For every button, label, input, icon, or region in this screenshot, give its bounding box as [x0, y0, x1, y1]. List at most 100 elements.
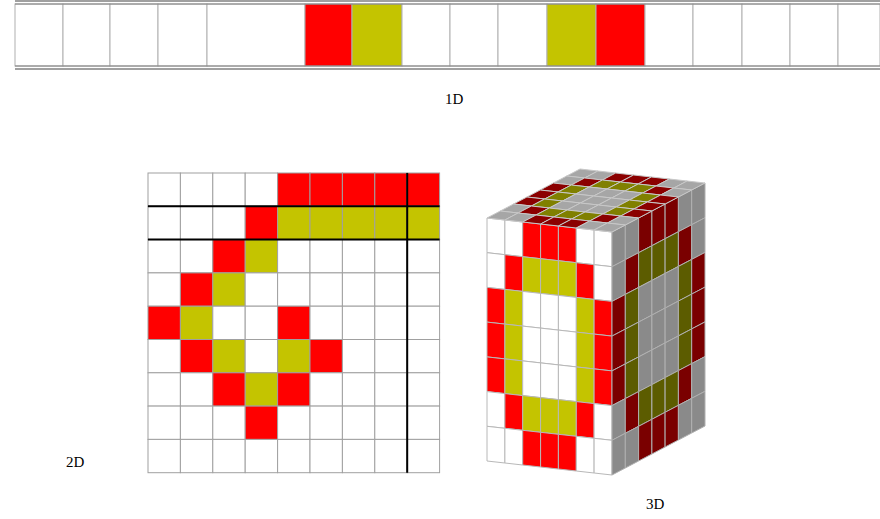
- grid-cell: [375, 306, 407, 339]
- grid-cell: [245, 273, 277, 306]
- grid-cell: [375, 439, 407, 472]
- grid-cell: [180, 273, 212, 306]
- grid-cell: [342, 439, 374, 472]
- strip-cell: [742, 4, 790, 66]
- cube-front-cell: [523, 326, 541, 363]
- grid-cell: [278, 340, 310, 373]
- cube-front-cell: [523, 430, 541, 467]
- strip-cell: [450, 4, 498, 66]
- grid-cell: [213, 406, 245, 439]
- grid-cell: [148, 406, 180, 439]
- cube-front-cell: [523, 396, 541, 433]
- cube-front-cell: [541, 293, 559, 330]
- grid-cell: [342, 406, 374, 439]
- grid-cell: [375, 240, 407, 273]
- grid-cell: [148, 240, 180, 273]
- strip-cell: [305, 4, 352, 66]
- cube-front-cell: [594, 369, 612, 406]
- grid-cell: [375, 340, 407, 373]
- cube-front-cell: [487, 218, 505, 255]
- grid-cell: [310, 439, 342, 472]
- cube-front-cell: [523, 257, 541, 294]
- grid-cell: [213, 240, 245, 273]
- grid-cell: [180, 373, 212, 406]
- grid-cell: [375, 173, 407, 206]
- grid-cell: [213, 273, 245, 306]
- strip-edge: [15, 68, 880, 70]
- cube-front-cell: [576, 436, 594, 473]
- cube-front-cell: [523, 361, 541, 398]
- strip-cell: [15, 4, 63, 66]
- cube-front-cell: [505, 289, 523, 326]
- cube-front-cell: [594, 438, 612, 475]
- cube-front-cell: [541, 328, 559, 365]
- grid-cell: [342, 240, 374, 273]
- grid-cell: [278, 240, 310, 273]
- cube-front-cell: [505, 220, 523, 257]
- cube-front-cell: [594, 404, 612, 441]
- two-d-grid: [148, 173, 440, 473]
- strip-cell: [402, 4, 450, 66]
- strip-cell: [838, 4, 880, 66]
- cube-front-cell: [558, 434, 576, 471]
- cube-front-cell: [487, 357, 505, 394]
- grid-cell: [245, 173, 277, 206]
- grid-cell: [278, 273, 310, 306]
- cube-front-cell: [505, 394, 523, 431]
- strip-cell: [693, 4, 742, 66]
- grid-cell: [278, 206, 310, 239]
- cube-front-cell: [487, 287, 505, 324]
- grid-cell: [180, 340, 212, 373]
- grid-cell: [407, 340, 439, 373]
- grid-cell: [180, 406, 212, 439]
- grid-thick-line: [148, 239, 440, 241]
- cube-top-cell: [594, 223, 625, 232]
- grid-cell: [148, 340, 180, 373]
- grid-cell: [342, 306, 374, 339]
- grid-cell: [278, 173, 310, 206]
- cube-front-cell: [576, 332, 594, 369]
- grid-cell: [407, 439, 439, 472]
- cube-side-cell: [612, 433, 625, 475]
- strip-cell: [645, 4, 693, 66]
- cube-front-cell: [505, 359, 523, 396]
- cube-side-cell: [639, 419, 652, 461]
- three-d-cube: [487, 169, 705, 475]
- grid-cell: [245, 373, 277, 406]
- cube-front-cell: [541, 363, 559, 400]
- cube-front-cell: [576, 297, 594, 334]
- cube-front-cell: [523, 291, 541, 328]
- cube-front-cell: [558, 261, 576, 298]
- grid-thick-line: [148, 205, 440, 207]
- cube-side-cell: [652, 412, 665, 454]
- grid-thick-line: [406, 173, 408, 473]
- cube-front-cell: [576, 402, 594, 439]
- grid-cell: [148, 439, 180, 472]
- grid-cell: [407, 206, 439, 239]
- grid-cell: [148, 373, 180, 406]
- cube-front-cell: [558, 400, 576, 437]
- grid-cell: [407, 273, 439, 306]
- cube-front-cell: [487, 322, 505, 359]
- cube-front-cell: [487, 392, 505, 429]
- grid-cell: [180, 173, 212, 206]
- cube-side-cell: [625, 426, 638, 468]
- grid-cell: [407, 173, 439, 206]
- strip-edge: [15, 0, 880, 2]
- cube-front-cell: [541, 432, 559, 469]
- cube-front-cell: [558, 295, 576, 332]
- grid-cell: [278, 406, 310, 439]
- grid-cell: [180, 240, 212, 273]
- grid-cell: [342, 340, 374, 373]
- grid-cell: [342, 206, 374, 239]
- strip-cell: [547, 4, 596, 66]
- grid-cell: [342, 173, 374, 206]
- cube-front-cell: [594, 334, 612, 371]
- grid-cell: [310, 340, 342, 373]
- cube-front-cell: [576, 228, 594, 265]
- strip-cell: [158, 4, 207, 66]
- grid-cell: [180, 306, 212, 339]
- cube-front-cell: [505, 428, 523, 465]
